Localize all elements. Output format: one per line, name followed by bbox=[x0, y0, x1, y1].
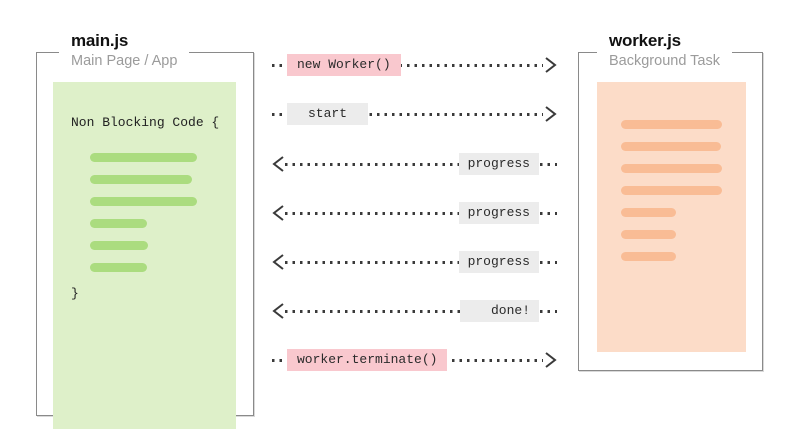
code-line-bar bbox=[621, 208, 676, 217]
message-arrow-new-worker: new Worker() bbox=[272, 54, 557, 76]
code-open-text: Non Blocking Code { bbox=[71, 115, 220, 130]
panel-subtitle-main-page-app: Main Page / App bbox=[71, 53, 178, 69]
dotted-line bbox=[272, 113, 543, 116]
arrow-right-icon bbox=[545, 57, 557, 73]
message-label: progress bbox=[458, 202, 539, 224]
dotted-line bbox=[285, 310, 557, 313]
arrow-left-icon bbox=[272, 205, 284, 221]
arrow-left-icon bbox=[272, 303, 284, 319]
code-line-bar bbox=[90, 263, 147, 272]
message-arrow-progress-3: progress bbox=[272, 251, 557, 273]
code-line-bar bbox=[621, 120, 722, 129]
code-line-bars bbox=[90, 153, 236, 272]
main-js-panel: main.js Main Page / App Non Blocking Cod… bbox=[36, 31, 254, 429]
message-label: new Worker() bbox=[287, 54, 401, 76]
message-arrow-progress-2: progress bbox=[272, 202, 557, 224]
message-label: progress bbox=[458, 153, 539, 175]
code-line-bar bbox=[90, 153, 197, 162]
background-task-box bbox=[597, 82, 746, 352]
code-line-bar bbox=[621, 164, 722, 173]
code-line-bar bbox=[90, 241, 148, 250]
arrow-left-icon bbox=[272, 254, 284, 270]
message-arrow-start: start bbox=[272, 103, 557, 125]
message-label: done! bbox=[460, 300, 539, 322]
message-arrow-worker-terminate: worker.terminate() bbox=[272, 349, 557, 371]
dotted-line bbox=[272, 64, 543, 67]
code-line-bar bbox=[90, 219, 147, 228]
panel-title-worker-js: worker.js bbox=[609, 31, 681, 50]
non-blocking-code-box: Non Blocking Code { } bbox=[53, 82, 236, 429]
arrow-right-icon bbox=[545, 352, 557, 368]
worker-js-panel-header: worker.js Background Task bbox=[597, 31, 732, 70]
message-arrow-progress-1: progress bbox=[272, 153, 557, 175]
task-line-bars bbox=[621, 120, 746, 261]
message-label: worker.terminate() bbox=[287, 349, 448, 371]
panel-title-main-js: main.js bbox=[71, 31, 129, 50]
message-label: progress bbox=[458, 251, 539, 273]
code-close-text: } bbox=[71, 286, 79, 301]
code-line-bar bbox=[621, 142, 721, 151]
code-line-bar bbox=[621, 252, 676, 261]
dotted-line bbox=[285, 212, 557, 215]
arrow-left-icon bbox=[272, 156, 284, 172]
main-js-panel-header: main.js Main Page / App bbox=[59, 31, 190, 70]
message-arrow-done: done! bbox=[272, 300, 557, 322]
code-line-bar bbox=[621, 230, 676, 239]
panel-subtitle-background-task: Background Task bbox=[609, 53, 720, 69]
dotted-line bbox=[285, 163, 557, 166]
message-label: start bbox=[287, 103, 368, 125]
arrow-right-icon bbox=[545, 106, 557, 122]
worker-js-panel: worker.js Background Task bbox=[578, 31, 763, 371]
code-line-bar bbox=[90, 175, 192, 184]
dotted-line bbox=[285, 261, 557, 264]
code-line-bar bbox=[621, 186, 722, 195]
code-line-bar bbox=[90, 197, 197, 206]
